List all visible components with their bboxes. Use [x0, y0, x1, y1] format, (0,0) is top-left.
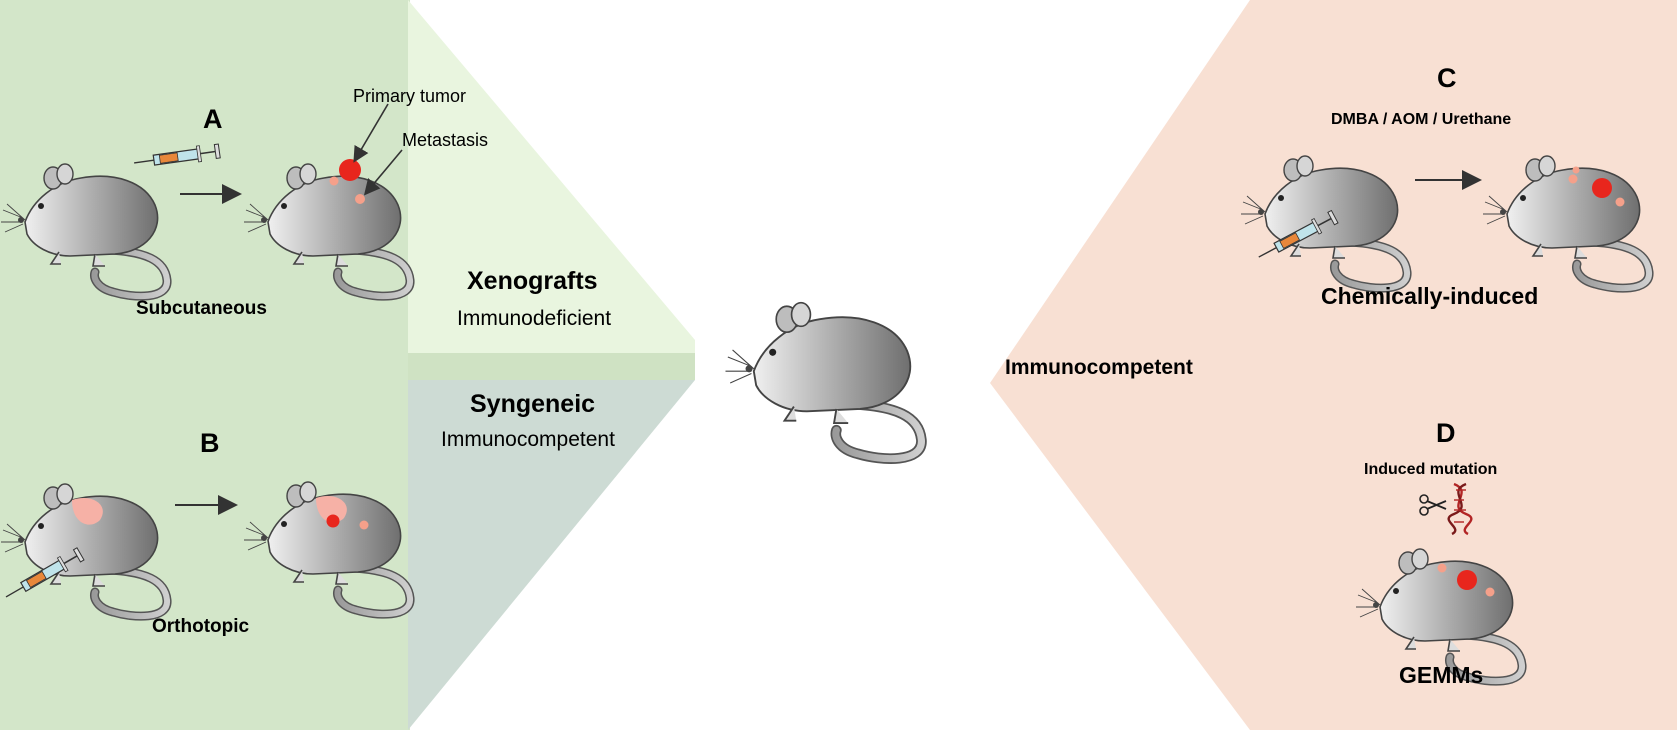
metastasis-mark	[329, 176, 339, 186]
dna-icon	[1447, 482, 1473, 536]
xenografts-subtitle: Immunodeficient	[457, 307, 612, 330]
syngeneic-wedge	[408, 380, 695, 730]
metastasis-d	[1437, 563, 1447, 573]
carcinogens-label: DMBA / AOM / Urethane	[1331, 111, 1512, 128]
panel-c-caption: Chemically-induced	[1321, 283, 1539, 309]
panel-c-letter: C	[1437, 63, 1457, 93]
metastasis-c	[1572, 166, 1580, 174]
syngeneic-subtitle: Immunocompetent	[441, 428, 615, 451]
metastasis-d	[1485, 587, 1495, 597]
metastasis-pointer	[363, 149, 403, 196]
panel-a-caption: Subcutaneous	[136, 298, 267, 319]
xenografts-title: Xenografts	[467, 267, 598, 295]
xeno-band	[408, 353, 695, 380]
metastasis-label: Metastasis	[402, 130, 489, 150]
right-group-label: Immunocompetent	[1005, 356, 1193, 379]
metastasis-mark	[355, 194, 365, 204]
primary-tumor-pointer	[353, 103, 389, 163]
panel-a-letter: A	[203, 104, 223, 134]
scissors-icon	[1419, 494, 1447, 516]
tumor-b	[326, 514, 340, 528]
panel-b-caption: Orthotopic	[152, 616, 250, 637]
center-mouse	[725, 303, 921, 459]
primary-tumor-label: Primary tumor	[353, 86, 467, 106]
metastasis-c	[1615, 197, 1625, 207]
induced-mutation-label: Induced mutation	[1364, 461, 1498, 478]
metastasis-c	[1568, 174, 1578, 184]
tumor-c	[1592, 178, 1612, 198]
xenografts-wedge	[408, 0, 695, 353]
right-salmon-region	[990, 0, 1677, 730]
tumor-d	[1457, 570, 1477, 590]
panel-d-letter: D	[1436, 418, 1456, 448]
panel-b-letter: B	[200, 428, 220, 458]
organ-b-left	[72, 497, 103, 525]
panel-d-caption: GEMMs	[1399, 662, 1484, 688]
primary-tumor-mark	[339, 159, 361, 181]
organ-b-right	[316, 495, 347, 523]
syngeneic-title: Syngeneic	[470, 390, 596, 418]
metastasis-b	[359, 520, 369, 530]
